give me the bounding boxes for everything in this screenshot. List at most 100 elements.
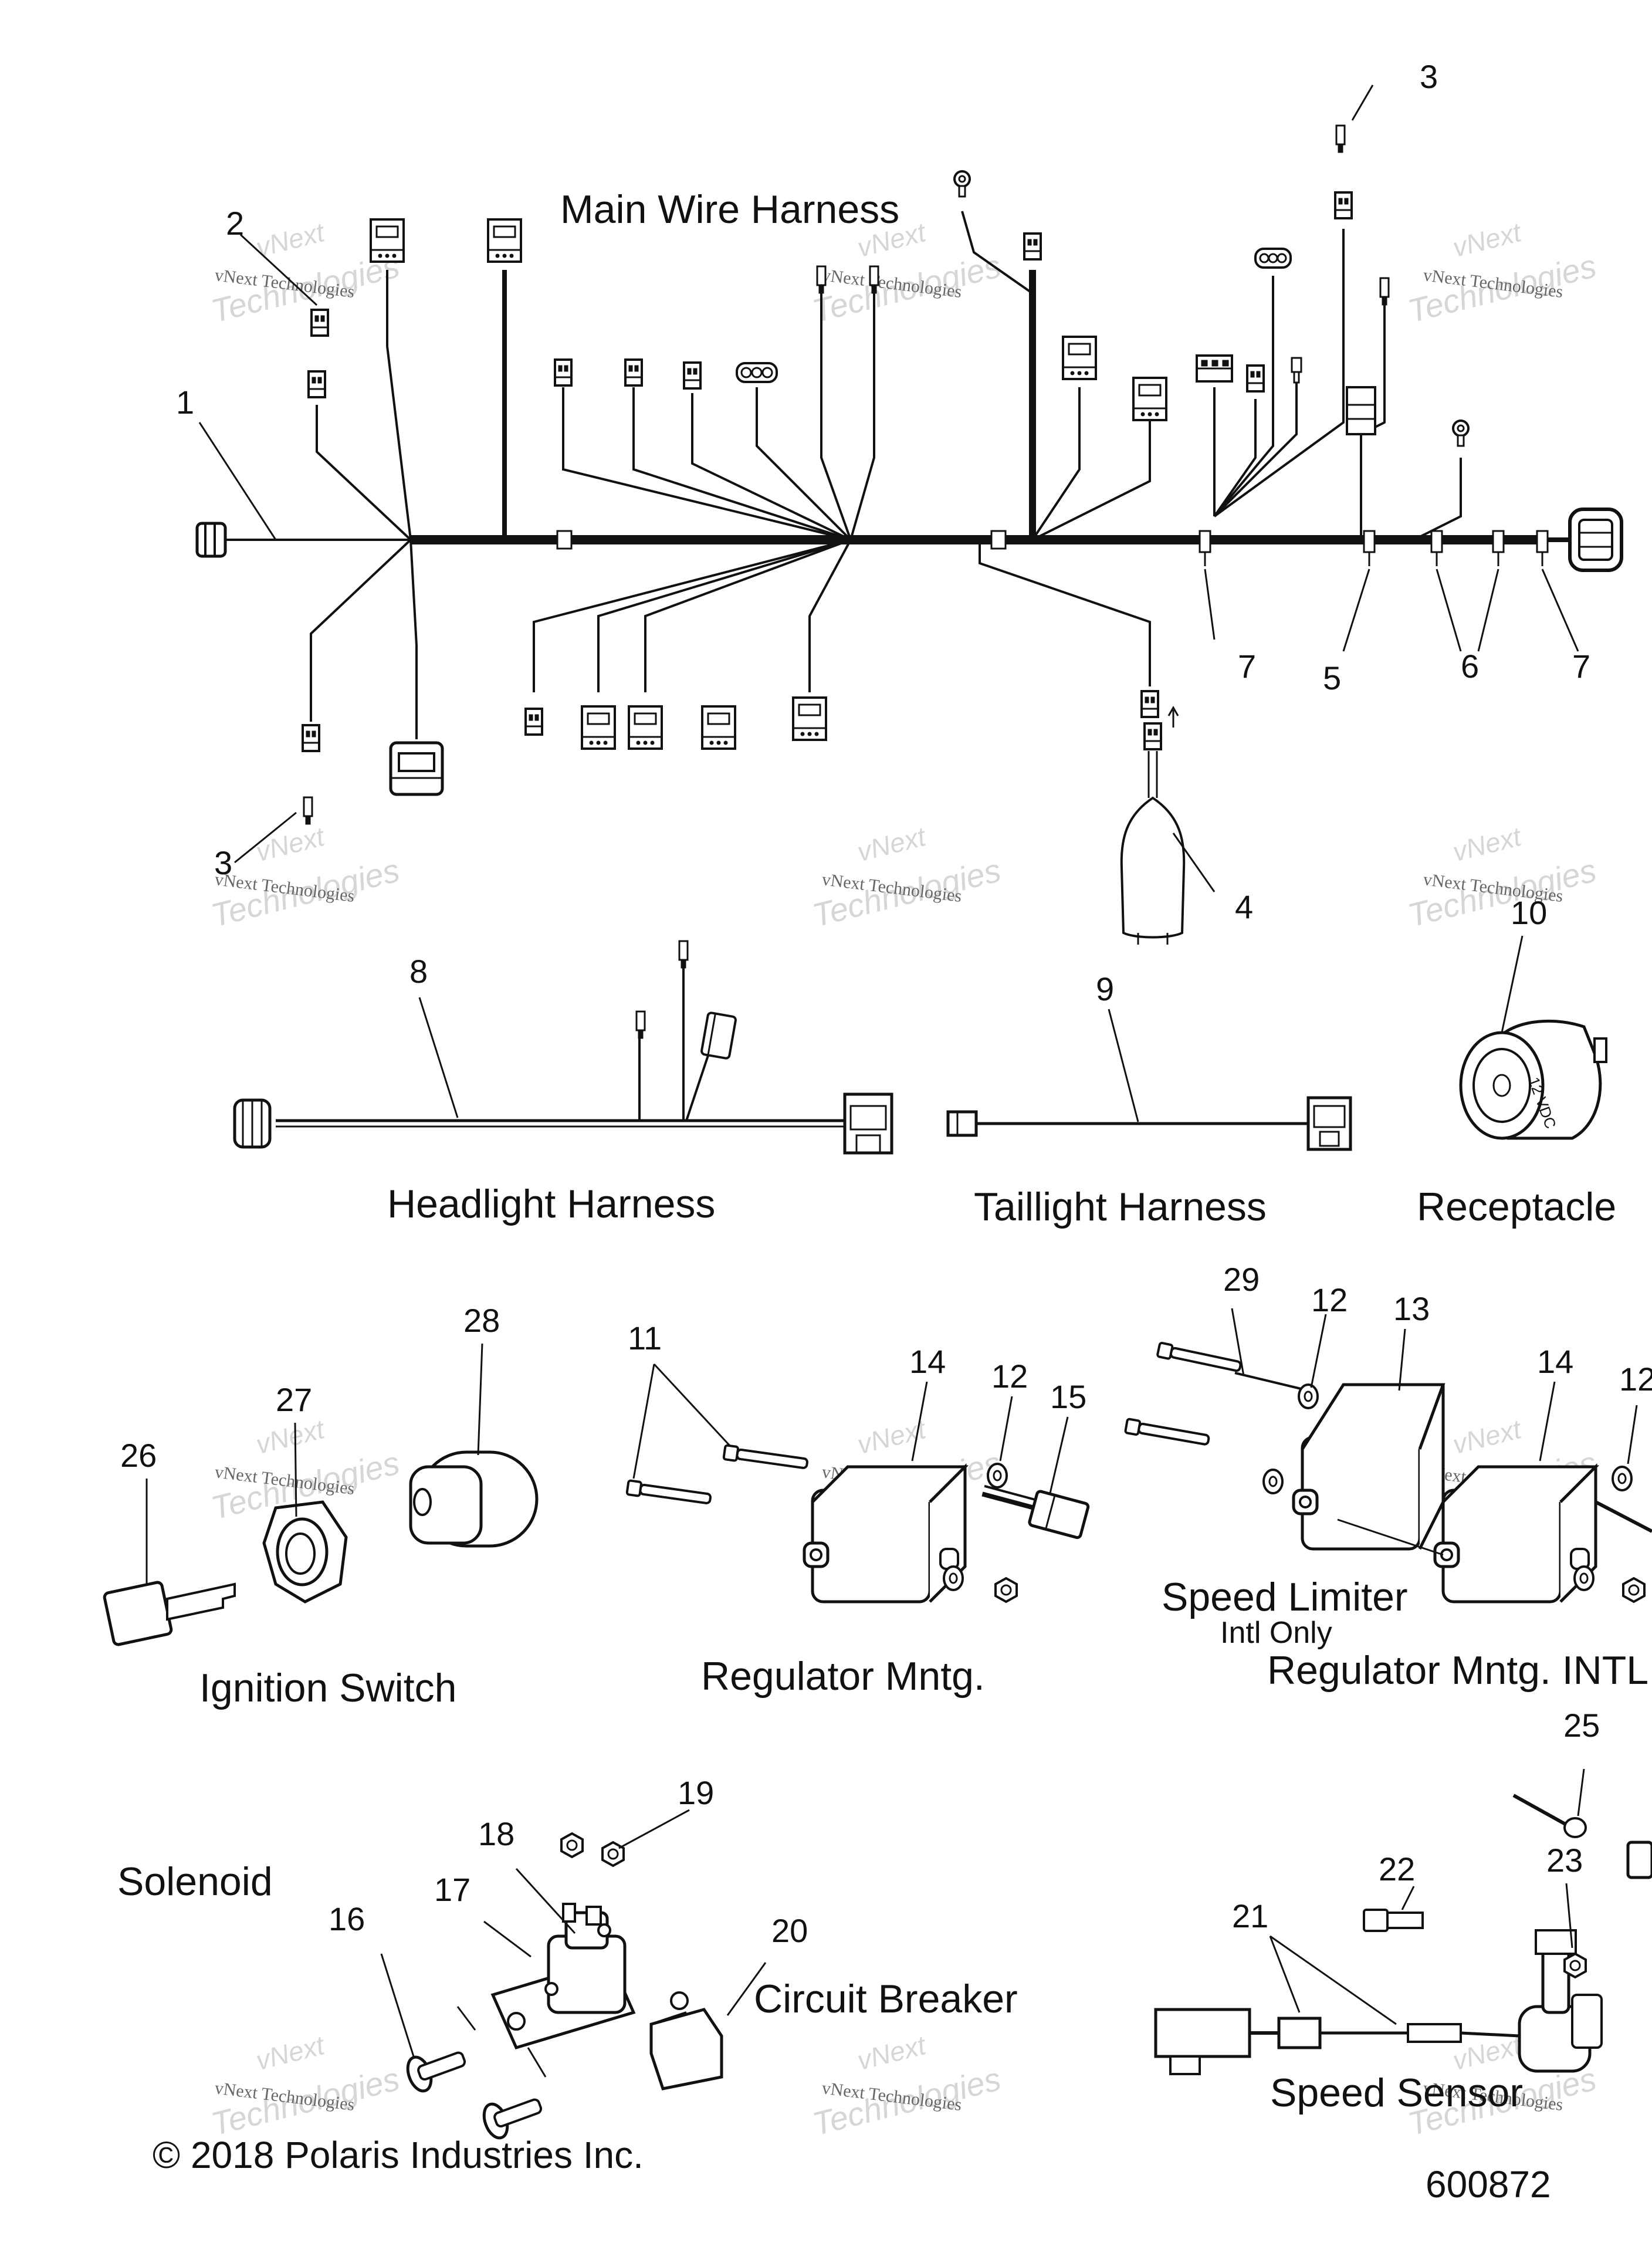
regulator-intl-title: Regulator Mntg. INTL (1267, 1648, 1648, 1693)
speed-sensor-connector (1154, 2008, 1520, 2075)
connector-plug (624, 358, 643, 387)
callout-8: 8 (409, 953, 428, 990)
circuit-breaker (649, 1991, 723, 2090)
speed-sensor-title: Speed Sensor (1270, 2071, 1523, 2115)
callout-25: 25 (1563, 1707, 1600, 1744)
callout-7: 7 (1238, 648, 1256, 685)
main-wire-harness: Main Wire Harness (195, 84, 1623, 945)
watermark-text: vNext (253, 1413, 329, 1460)
callout-9: 9 (1096, 970, 1114, 1007)
ring-terminal (1452, 420, 1470, 447)
nut (560, 1832, 584, 1858)
harness-clip (1536, 530, 1549, 566)
speed-limiter-title: Speed Limiter (1162, 1575, 1408, 1619)
callout-2: 2 (226, 205, 244, 242)
watermark: vNext Technologies (1404, 216, 1600, 330)
washer (987, 1463, 1008, 1489)
speed-limiter-note: Intl Only (1220, 1616, 1332, 1650)
harness-clip (1363, 530, 1376, 566)
callout-3: 3 (1420, 58, 1438, 95)
callout-5: 5 (1323, 659, 1341, 696)
bulb-socket (700, 1012, 737, 1060)
callout-18: 18 (478, 1815, 514, 1852)
callout-10: 10 (1511, 894, 1547, 931)
terminal-clip (678, 940, 689, 969)
watermark-text: vNext (1450, 1413, 1525, 1460)
washer (1262, 1469, 1284, 1494)
nut (994, 1577, 1018, 1603)
receptacle-title: Receptacle (1417, 1185, 1616, 1229)
callout-6: 6 (1461, 648, 1479, 685)
callouts-main: 1 2 3 3 4 5 6 7 7 (176, 58, 1590, 925)
ignition-key (103, 1581, 236, 1646)
pin-terminal (1291, 357, 1302, 384)
regulator-unit-intl (1435, 1467, 1596, 1602)
callout-12: 12 (991, 1358, 1028, 1395)
figure-number: 600872 (1426, 2163, 1551, 2205)
speed-sensor-tie (1512, 1794, 1587, 1838)
receptacle-part: 12 VDC (1459, 935, 1607, 1140)
ignition-nut (262, 1500, 348, 1604)
callout-14: 14 (1537, 1343, 1573, 1380)
watermark: vNext Technologies (208, 2029, 403, 2143)
circuit-breaker-title: Circuit Breaker (754, 1977, 1018, 2021)
harness-end-connector-right (1542, 508, 1623, 572)
connector-plug (1062, 336, 1097, 380)
callout-11: 11 (628, 1320, 662, 1356)
connector-plug (1023, 232, 1042, 261)
triple-connector (1254, 248, 1292, 269)
callout-7: 7 (1572, 648, 1590, 685)
connector-plug (310, 309, 329, 337)
watermark-text: vNext (854, 821, 930, 867)
connector-plug (370, 218, 405, 263)
regulator-mounting (625, 1363, 1090, 1603)
callout-4: 4 (1235, 888, 1253, 925)
connector-plug (1132, 377, 1167, 421)
solenoid-screw (406, 2051, 466, 2093)
watermark-text: vNext (854, 1413, 930, 1460)
terminal-clip (303, 796, 313, 826)
terminal-clip (1335, 124, 1346, 154)
solenoid-screw (482, 2098, 543, 2140)
speed-limiter-unit (1292, 1383, 1446, 1551)
terminal-clip (635, 1010, 646, 1040)
callout-16: 16 (329, 1900, 365, 1937)
speed-sensor-body (1518, 1929, 1603, 2073)
washer (1298, 1383, 1319, 1409)
regulator-connector (981, 1484, 1090, 1540)
connector-plug (1334, 191, 1353, 219)
connector-block (1196, 354, 1233, 383)
callout-12: 12 (1619, 1361, 1652, 1398)
callout-12: 12 (1311, 1281, 1348, 1318)
connector-plug (1246, 364, 1265, 393)
headlight-connector-left (233, 1098, 272, 1149)
connector-plug (683, 361, 702, 390)
headlight-harness-title: Headlight Harness (387, 1182, 715, 1226)
speed-limiter-mounting (1123, 1308, 1652, 1603)
callout-3: 3 (214, 844, 232, 881)
callout-13: 13 (1393, 1290, 1430, 1327)
limiter-bolt (1156, 1341, 1243, 1375)
headlight-harness (233, 940, 893, 1155)
ignition-switch-parts (103, 1343, 539, 1646)
speed-sensor-bolt (1363, 1909, 1424, 1932)
callout-23: 23 (1546, 1842, 1583, 1879)
connector-plug-tall (1346, 386, 1376, 435)
main-harness-title: Main Wire Harness (560, 187, 899, 232)
watermark-text: vNext (1450, 821, 1525, 867)
connector-plug (628, 705, 663, 750)
watermark: vNext Technologies (809, 2029, 1004, 2143)
nut (1622, 1577, 1646, 1603)
speed-sensor-parts (1154, 1768, 1652, 2075)
watermark-text: vNext (854, 2029, 930, 2076)
callout-28: 28 (463, 1302, 500, 1339)
connector-plug (302, 724, 320, 752)
harness-clip (1199, 530, 1211, 566)
sensor-pigtail (1120, 705, 1186, 945)
harness-clip (1492, 530, 1505, 566)
solenoid-title: Solenoid (117, 1859, 273, 1904)
taillight-harness (946, 1009, 1352, 1151)
harness-end-connector-left (195, 522, 276, 558)
watermark-text: vNext (1450, 216, 1525, 263)
